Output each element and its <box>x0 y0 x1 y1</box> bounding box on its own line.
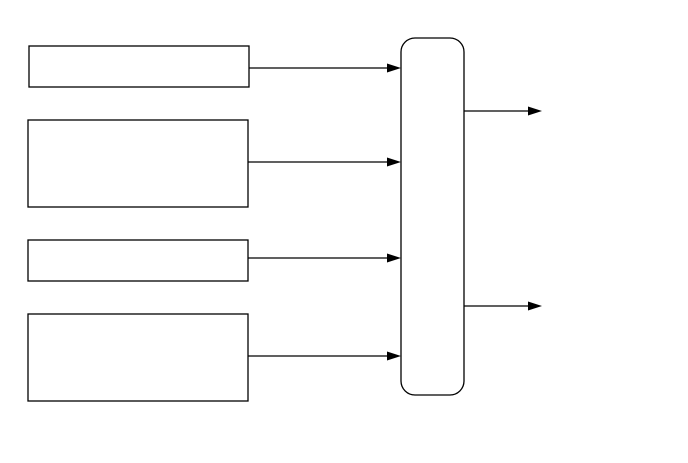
arrowhead-icon <box>528 106 542 116</box>
arrowhead-icon <box>387 63 401 73</box>
output-arrow-2 <box>464 301 542 311</box>
input-block-3 <box>27 239 249 282</box>
hub-block <box>400 37 465 396</box>
arrowhead-icon <box>528 301 542 311</box>
input-block-1 <box>28 45 250 88</box>
input-block-4 <box>27 313 249 402</box>
connector-input-4-to-hub <box>248 351 401 361</box>
connector-input-3-to-hub <box>248 253 401 263</box>
connector-input-2-to-hub <box>248 157 401 167</box>
connector-input-1-to-hub <box>249 63 401 73</box>
input-block-2 <box>27 119 249 208</box>
arrowhead-icon <box>387 157 401 167</box>
arrowhead-icon <box>387 351 401 361</box>
arrowhead-icon <box>387 253 401 263</box>
output-arrow-1 <box>464 106 542 116</box>
